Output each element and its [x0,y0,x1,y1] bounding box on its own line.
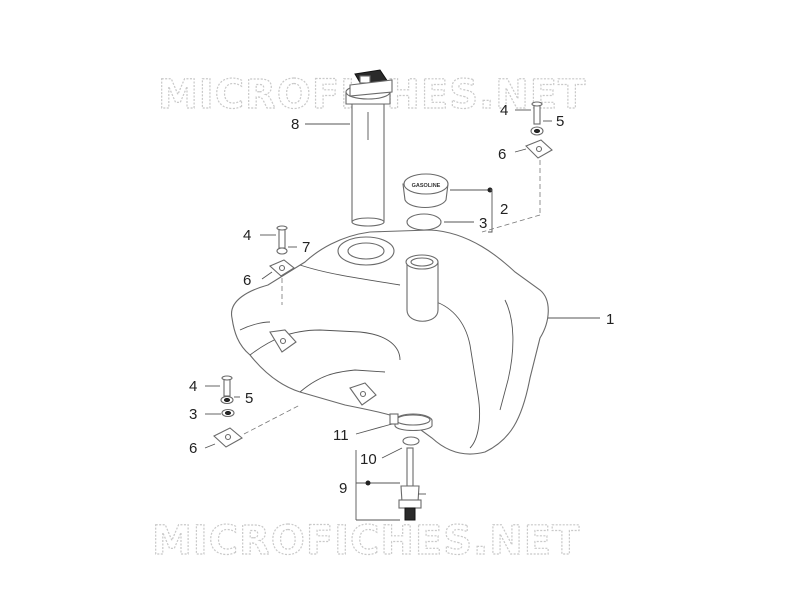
callout-2: 2 [500,201,508,218]
callout-4: 4 [189,378,197,395]
callout-8: 8 [291,116,299,133]
callout-6: 6 [243,272,251,289]
fuel-tank [231,229,600,455]
o-ring [402,436,420,446]
fuel-cap: GASOLINE [402,173,449,209]
callout-11: 11 [333,427,349,444]
hose-clamp [355,413,433,435]
callout-6: 6 [498,146,506,163]
fuel-tap [398,447,426,521]
callout-7: 7 [302,239,310,256]
callout-3: 3 [479,215,487,232]
cap-label: GASOLINE [412,183,441,189]
callout-labels: 8 4 5 6 2 3 4 7 6 1 4 5 3 6 11 10 9 [189,102,614,497]
cap-gasket [406,213,442,231]
callout-5: 5 [245,390,253,407]
callout-4: 4 [243,227,251,244]
callout-9: 9 [339,480,347,497]
fuel-level-sender [305,69,393,227]
fastener-group-lower-left [204,375,301,449]
callout-4: 4 [500,102,508,119]
callout-5: 5 [556,113,564,130]
fastener-group-upper-right [481,101,553,233]
callout-10: 10 [360,451,377,468]
callout-3: 3 [189,406,197,423]
watermark-bottom: MICROFICHES.NET [152,518,580,564]
callout-6: 6 [189,440,197,457]
fastener-group-mid-left [260,225,297,305]
callout-1: 1 [606,311,614,328]
